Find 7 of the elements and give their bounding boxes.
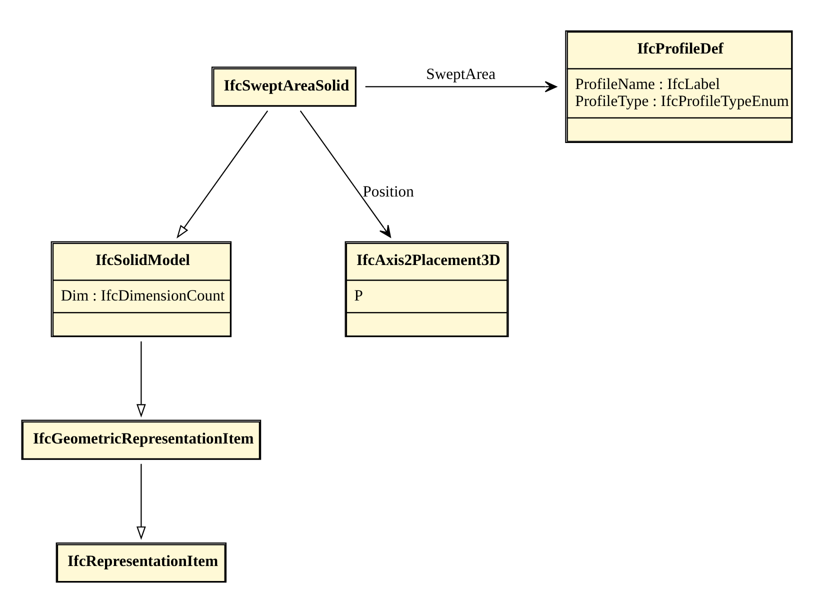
arrow xyxy=(136,340,146,417)
arrow xyxy=(365,80,557,92)
arrow xyxy=(136,463,146,540)
edge-label: SweptArea xyxy=(426,66,496,83)
edge-label: Position xyxy=(362,182,414,200)
arrow xyxy=(300,110,392,238)
arrow xyxy=(176,110,268,238)
